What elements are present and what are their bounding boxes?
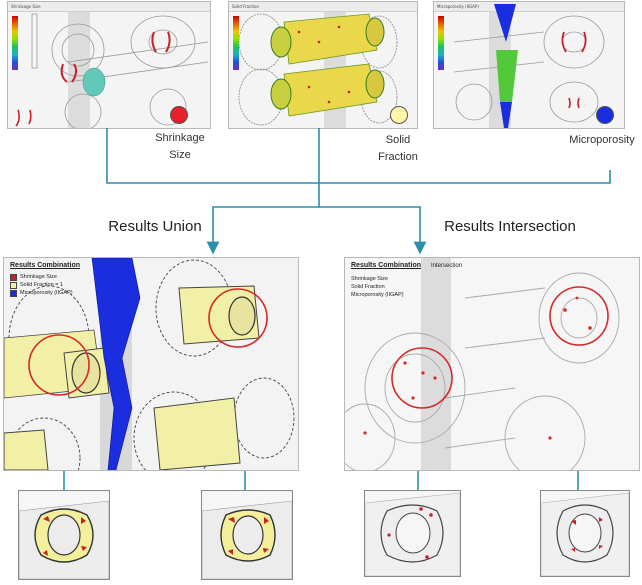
panel-header: Shrinkage Size [8, 2, 210, 12]
union-detail-render [202, 500, 292, 579]
color-scale-bar [12, 16, 18, 70]
intersection-detail-render [365, 492, 460, 576]
intersection-detail-thumbnail-2 [540, 490, 630, 577]
shrinkage-label-line2: Size [169, 149, 191, 161]
intersection-legend: Results Combination Intersection Shrinka… [351, 262, 462, 299]
results-intersection-panel: Results Combination Intersection Shrinka… [344, 257, 640, 471]
union-detail-thumbnail-2 [201, 490, 293, 580]
shrinkage-render [15, 12, 209, 128]
microporosity-panel: Microporosity (IIGAP) [433, 1, 625, 129]
shrinkage-size-panel: Shrinkage Size [7, 1, 211, 129]
microporosity-color-dot [596, 106, 614, 124]
intersection-detail-thumbnail-1 [364, 490, 461, 577]
results-union-panel: Results Combination Shrinkage Size Solid… [3, 257, 299, 471]
microporosity-label: Microporosity [569, 134, 635, 146]
union-render [4, 258, 295, 470]
shrinkage-label-line1: Shrinkage [155, 132, 205, 144]
color-scale-bar [438, 16, 444, 70]
solid-fraction-panel: Solid Fraction [228, 1, 418, 129]
intersection-detail-render [541, 492, 629, 576]
solid-fraction-render [238, 12, 398, 128]
legend-row: Solid Fraction = 1 [10, 281, 80, 289]
intersection-render [345, 258, 620, 470]
legend-row: Microporosity (IIGAP) [10, 289, 80, 297]
legend-row: Shrinkage Size [10, 273, 80, 281]
color-scale-bar [233, 16, 239, 70]
solid-label-line1: Solid [385, 134, 411, 146]
union-detail-thumbnail-1 [18, 490, 110, 580]
panel-header: Solid Fraction [229, 2, 417, 12]
union-legend-title: Results Combination [10, 262, 81, 269]
union-detail-render [19, 500, 109, 579]
results-union-label: Results Union [108, 218, 202, 235]
intersection-mode-label: Intersection [431, 262, 463, 269]
legend-row: Microporosity (IIGAP) [351, 292, 404, 298]
results-intersection-label: Results Intersection [444, 218, 576, 235]
microporosity-render [453, 4, 605, 128]
legend-row: Solid Fraction [351, 284, 385, 290]
intersection-legend-header: Results Combination Intersection [351, 262, 462, 269]
legend-row: Shrinkage Size [351, 276, 388, 282]
solid-fraction-color-dot [390, 106, 408, 124]
intersection-legend-title: Results Combination [351, 262, 422, 269]
solid-label-line2: Fraction [378, 151, 418, 163]
union-legend: Results Combination Shrinkage Size Solid… [10, 262, 80, 297]
shrinkage-color-dot [170, 106, 188, 124]
panel-header: Microporosity (IIGAP) [434, 2, 624, 12]
